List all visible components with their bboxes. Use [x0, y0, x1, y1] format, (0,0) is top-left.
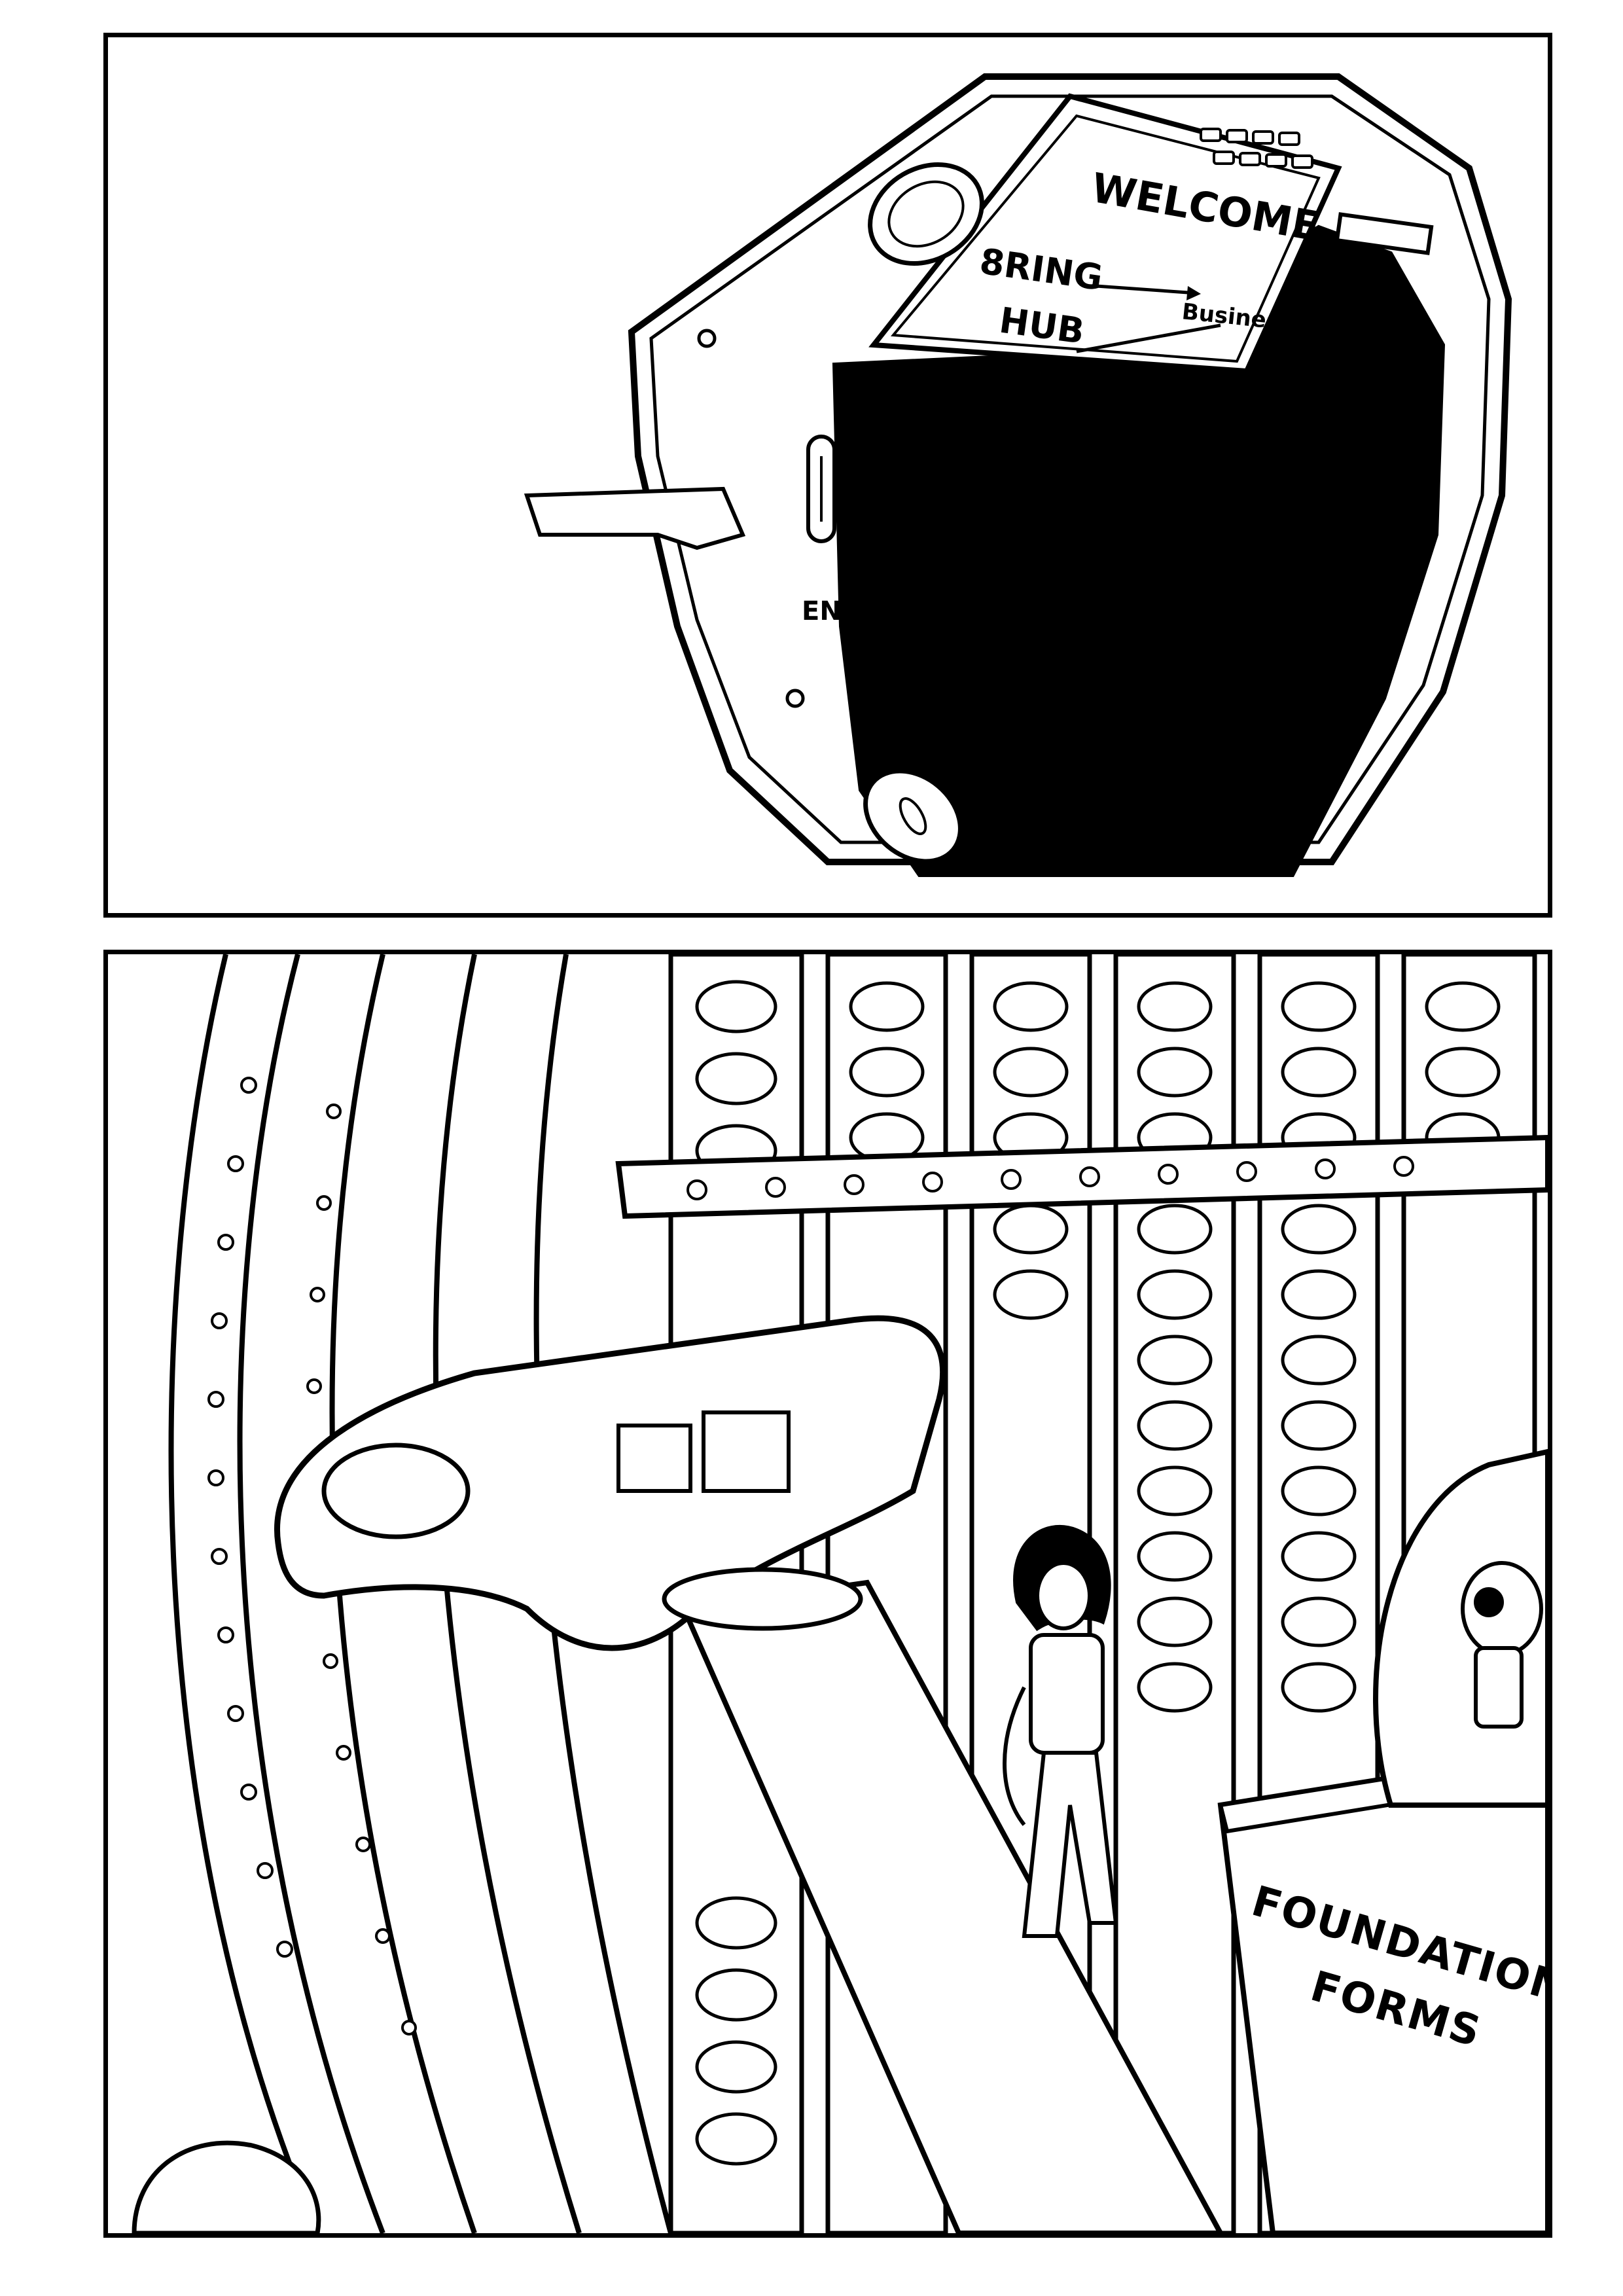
side-handle: [524, 486, 746, 550]
cargo-pile: [132, 2140, 321, 2233]
spaceship-cockpit: [321, 1443, 471, 1539]
lower-porthole: [863, 768, 963, 864]
spaceship-window-1: [616, 1424, 692, 1493]
upper-porthole: [868, 162, 984, 266]
panel-bottom: FOUNDATION FORMS: [103, 950, 1552, 2238]
walkway-hatch: [662, 1567, 863, 1631]
top-indicator-lights: [1200, 128, 1313, 169]
enter-label: ENTER...: [802, 596, 928, 626]
panel-top: ENTER... WELCOME 8RING HUB Business: [103, 33, 1552, 918]
station-interior-illustration: [132, 954, 1548, 2233]
pipe: [1334, 212, 1434, 255]
hub-entrance-illustration: ENTER... WELCOME 8RING HUB Business: [524, 73, 1512, 877]
clerk: [1461, 1561, 1543, 1729]
character-torso: [1029, 1633, 1105, 1755]
beam-lamps: [687, 1156, 1414, 1200]
spaceship-window-2: [702, 1410, 791, 1493]
character: [1003, 1525, 1118, 1938]
